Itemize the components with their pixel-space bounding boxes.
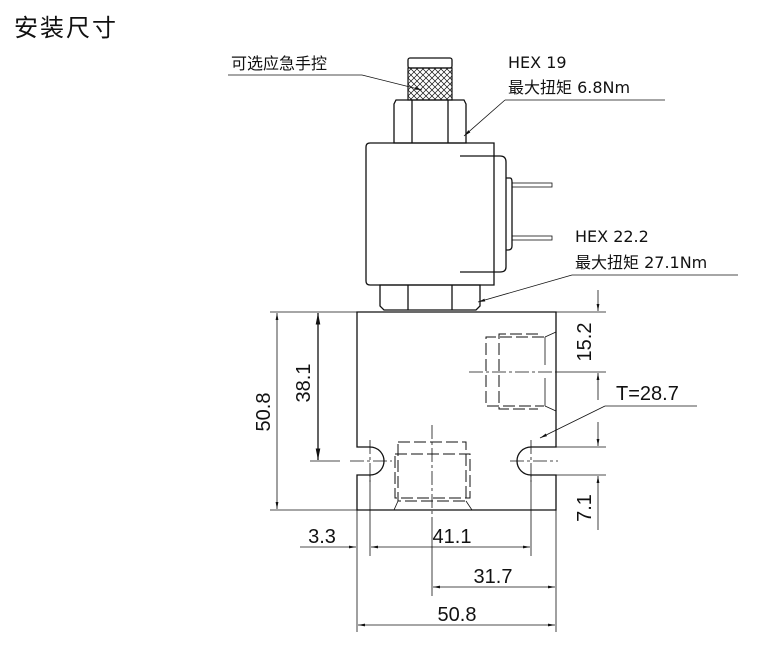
dim-label-15-2: 15.2 bbox=[574, 323, 596, 362]
callout-manual-override-text: 可选应急手控 bbox=[231, 54, 327, 73]
page-title: 安装尺寸 bbox=[14, 14, 118, 42]
callout-hex-22-2: HEX 22.2 最大扭矩 27.1Nm bbox=[477, 227, 738, 303]
dim-label-38-1: 38.1 bbox=[293, 364, 315, 403]
dim-port-offset-top: 15.2 bbox=[556, 290, 606, 400]
dim-horizontal: 3.3 41.1 31.7 50.8 bbox=[300, 475, 557, 632]
callout-thread-text: T=28.7 bbox=[616, 383, 679, 405]
dim-label-50-8-horizontal: 50.8 bbox=[438, 604, 477, 626]
dim-slot-offset-bottom: 7.1 bbox=[556, 422, 606, 530]
dim-label-41-1: 41.1 bbox=[433, 526, 472, 548]
valve-body bbox=[350, 311, 558, 511]
dim-label-50-8-vertical: 50.8 bbox=[253, 393, 275, 432]
dim-label-7-1: 7.1 bbox=[574, 494, 596, 522]
callout-hex-22-2-text: HEX 22.2 bbox=[575, 227, 649, 246]
callout-manual-override: 可选应急手控 bbox=[228, 54, 423, 91]
dim-label-3-3: 3.3 bbox=[308, 526, 336, 548]
dim-height-mount: 38.1 bbox=[293, 313, 340, 462]
callout-torque-6-8-text: 最大扭矩 6.8Nm bbox=[508, 78, 630, 97]
dim-label-31-7: 31.7 bbox=[474, 566, 513, 588]
callout-hex-19: HEX 19 最大扭矩 6.8Nm bbox=[463, 53, 665, 137]
callout-thread: T=28.7 bbox=[539, 383, 697, 439]
solenoid-coil bbox=[365, 142, 553, 286]
lower-hex-nut bbox=[379, 284, 481, 313]
manual-override-knob bbox=[407, 57, 453, 101]
callout-hex-19-text: HEX 19 bbox=[508, 53, 567, 72]
bottom-port-hidden bbox=[393, 425, 473, 520]
upper-hex-nut bbox=[393, 99, 467, 144]
dim-height-total: 50.8 bbox=[253, 311, 357, 511]
side-port-hidden bbox=[469, 331, 557, 412]
callout-torque-27-1-text: 最大扭矩 27.1Nm bbox=[575, 253, 707, 272]
